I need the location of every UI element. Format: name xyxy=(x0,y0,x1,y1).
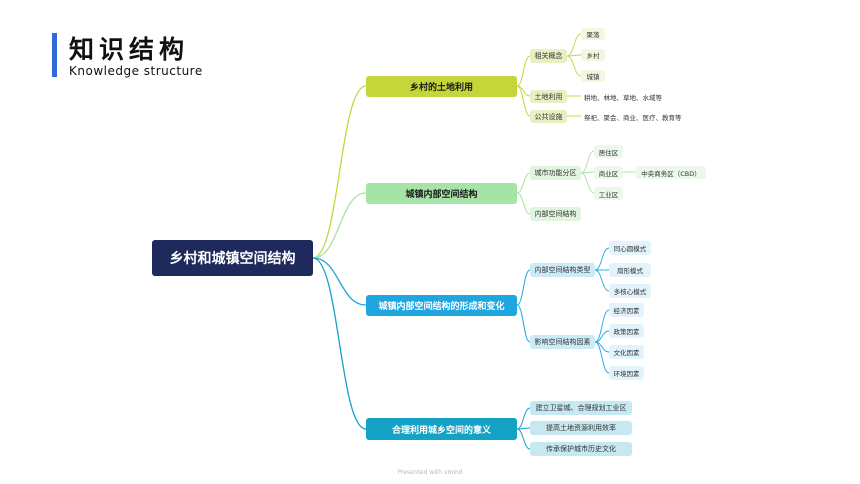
branch-rural-land-use[interactable]: 乡村的土地利用 xyxy=(366,76,517,97)
link-b2-zones xyxy=(516,172,531,194)
page-title: 知识结构 xyxy=(69,35,190,64)
node-structure-types[interactable]: 内部空间结构类型 xyxy=(530,263,595,277)
link-root-b1 xyxy=(312,85,367,259)
watermark-text: Presented with xmind xyxy=(397,469,463,476)
leaf-residential-zone[interactable]: 居住区 xyxy=(594,145,623,158)
link-root-b4 xyxy=(312,257,367,430)
link-b4-satellite xyxy=(516,407,531,430)
leaf-environmental-factor[interactable]: 环境因素 xyxy=(609,366,644,380)
root-node[interactable]: 乡村和城镇空间结构 xyxy=(152,240,313,276)
leaf-settlement[interactable]: 聚落 xyxy=(581,28,605,40)
link-root-b2 xyxy=(312,192,367,259)
link-concepts-town xyxy=(566,55,582,77)
link-b4-culture xyxy=(516,428,531,450)
node-public-facilities[interactable]: 公共设施 xyxy=(530,110,567,123)
leaf-industrial-zone[interactable]: 工业区 xyxy=(594,187,623,200)
node-historical-culture[interactable]: 传承保护城市历史文化 xyxy=(530,442,632,456)
branch-significance[interactable]: 合理利用城乡空间的意义 xyxy=(366,418,517,440)
link-root-b3 xyxy=(312,257,367,306)
leaf-land-types: 耕地、林地、草地、水域等 xyxy=(584,94,662,102)
link-b2-internal xyxy=(516,192,531,215)
link-b1-concepts xyxy=(516,55,531,87)
link-types-multi xyxy=(594,269,610,292)
node-land-use[interactable]: 土地利用 xyxy=(530,90,567,103)
link-types-concentric xyxy=(594,247,610,271)
leaf-multiple-nuclei-model[interactable]: 多核心模式 xyxy=(609,284,651,298)
title-accent-bar xyxy=(52,33,57,77)
leaf-facility-types: 祭祀、聚会、商业、医疗、教育等 xyxy=(584,114,682,122)
node-internal-structure[interactable]: 内部空间结构 xyxy=(530,207,581,221)
link-zones-industrial xyxy=(580,172,595,194)
leaf-concentric-model[interactable]: 同心圆模式 xyxy=(609,241,651,255)
node-satellite-towns[interactable]: 建立卫星城、合理规划工业区 xyxy=(530,401,632,415)
link-b3-types xyxy=(516,269,531,306)
link-b1-facilities xyxy=(516,85,531,117)
leaf-town[interactable]: 城镇 xyxy=(581,70,605,82)
leaf-cultural-factor[interactable]: 文化因素 xyxy=(609,345,644,359)
node-related-concepts[interactable]: 相关概念 xyxy=(530,49,567,63)
leaf-commercial-zone[interactable]: 商业区 xyxy=(594,166,623,179)
link-zones-residential xyxy=(580,150,595,174)
leaf-village[interactable]: 乡村 xyxy=(581,49,605,61)
branch-urban-internal-structure[interactable]: 城镇内部空间结构 xyxy=(366,183,517,204)
leaf-economic-factor[interactable]: 经济因素 xyxy=(609,303,644,317)
branch-structure-formation[interactable]: 城镇内部空间结构的形成和变化 xyxy=(366,295,517,316)
link-factors-environment xyxy=(594,341,610,374)
node-influencing-factors[interactable]: 影响空间结构因素 xyxy=(530,335,595,349)
link-factors-economic xyxy=(594,309,610,343)
leaf-sector-model[interactable]: 扇形模式 xyxy=(609,263,651,277)
leaf-cbd[interactable]: 中央商务区（CBD） xyxy=(636,166,706,179)
link-concepts-settlement xyxy=(566,33,582,57)
node-functional-zones[interactable]: 城市功能分区 xyxy=(530,166,581,180)
page-subtitle: Knowledge structure xyxy=(69,64,203,78)
link-b3-factors xyxy=(516,304,531,343)
link-factors-policy xyxy=(594,330,610,343)
leaf-policy-factor[interactable]: 政策因素 xyxy=(609,324,644,338)
node-land-efficiency[interactable]: 提高土地资源利用效率 xyxy=(530,421,632,435)
